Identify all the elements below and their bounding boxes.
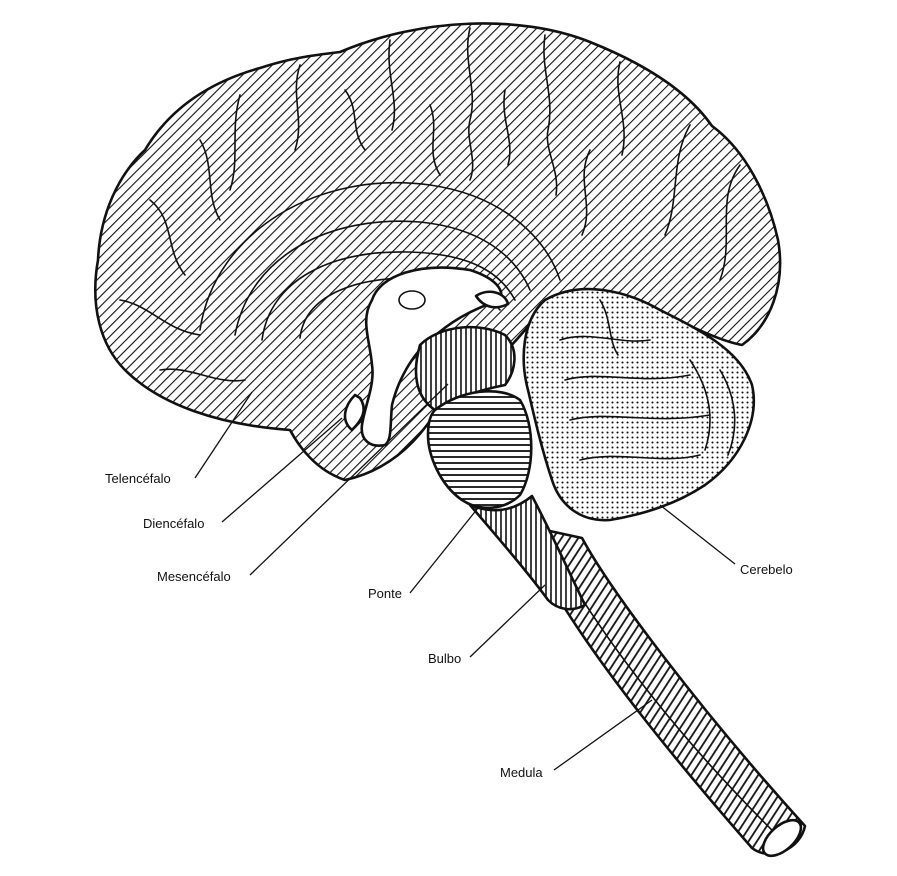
leader-bulbo bbox=[469, 584, 546, 658]
leader-ponte bbox=[409, 507, 479, 594]
telencefalo-region bbox=[94, 22, 782, 482]
bulbo-region bbox=[468, 494, 587, 611]
leader-cerebelo bbox=[659, 504, 736, 565]
label-diencefalo: Diencéfalo bbox=[143, 516, 204, 531]
label-bulbo: Bulbo bbox=[428, 651, 461, 666]
leader-medula bbox=[553, 699, 653, 771]
label-cerebelo: Cerebelo bbox=[740, 562, 793, 577]
cerebelo-region bbox=[522, 287, 756, 522]
leader-telencefalo bbox=[194, 391, 253, 479]
label-mesencefalo: Mesencéfalo bbox=[157, 569, 231, 584]
label-medula: Medula bbox=[500, 765, 543, 780]
leader-mesencefalo bbox=[249, 383, 449, 576]
labels: Telencéfalo Diencéfalo Mesencéfalo Ponte… bbox=[105, 471, 793, 780]
label-telencefalo: Telencéfalo bbox=[105, 471, 171, 486]
ponte-region bbox=[426, 389, 533, 510]
leader-diencefalo bbox=[221, 417, 343, 523]
diencefalo-region bbox=[343, 266, 503, 447]
leader-lines bbox=[194, 383, 736, 771]
label-ponte: Ponte bbox=[368, 586, 402, 601]
mesencefalo-region bbox=[414, 290, 516, 412]
